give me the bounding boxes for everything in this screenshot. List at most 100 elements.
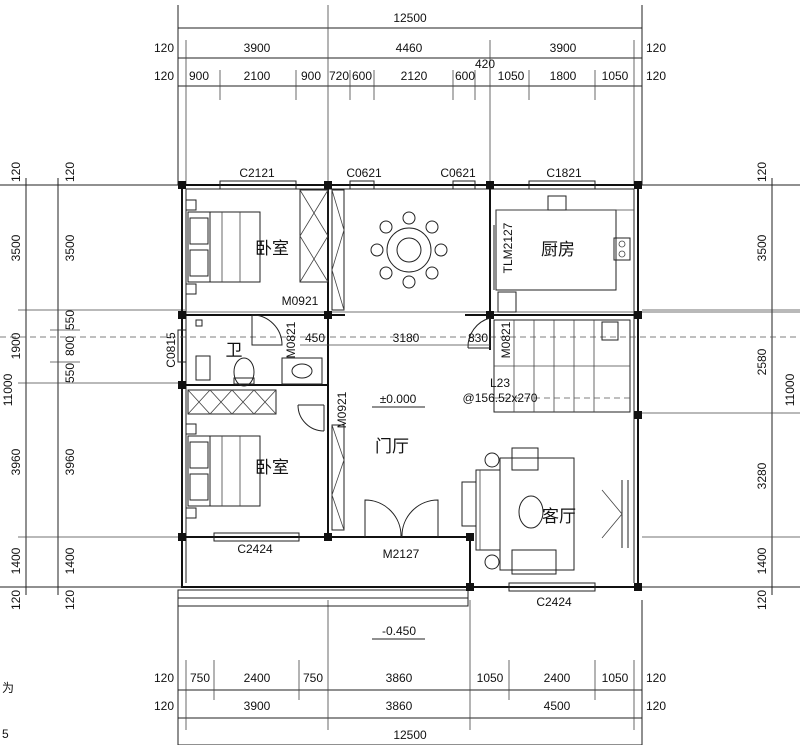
dim-bot-r2-4: 120	[646, 699, 666, 713]
dim-top-r2-3: 900	[301, 69, 321, 83]
dim-bot-r1-6: 2400	[544, 671, 571, 685]
dim-left-i-7: 120	[63, 590, 77, 610]
label-win-c2121: C2121	[239, 166, 275, 180]
label-win-c1821: C1821	[546, 166, 582, 180]
living-room-furniture	[475, 447, 629, 575]
dim-int-2: 830	[468, 331, 488, 345]
dim-right-total: 11000	[783, 373, 797, 406]
bed-top	[185, 199, 261, 295]
dim-right-1: 3500	[755, 234, 769, 261]
label-door-m0921-foyer: M0921	[335, 391, 349, 428]
dim-left-i-2: 550	[63, 310, 77, 330]
left-dimension-text: 120 3500 1900 11000 3960 1400 120 120 35…	[1, 162, 77, 610]
kitchen-fixtures	[495, 195, 634, 313]
dim-top-r2-11: 1050	[602, 69, 629, 83]
dim-left-o-3: 3960	[9, 448, 23, 475]
dim-left-o-0: 120	[9, 162, 23, 182]
dim-bot-r1-3: 750	[303, 671, 323, 685]
dim-top-r2-10: 1800	[550, 69, 577, 83]
dim-top-r1-4: 120	[646, 41, 666, 55]
level-markers: ±0.000 -0.450 L23 @156.52x270	[372, 376, 538, 640]
dim-right-0: 120	[755, 162, 769, 182]
dim-left-i-0: 120	[63, 162, 77, 182]
dim-top-r1-3: 3900	[550, 41, 577, 55]
margin-text-top: 为	[2, 681, 14, 695]
dim-top-r2-2: 2100	[244, 69, 271, 83]
dim-bot-r1-7: 1050	[602, 671, 629, 685]
windows	[177, 180, 596, 592]
dim-bot-r1-0: 120	[154, 671, 174, 685]
left-dimension-lines	[0, 178, 185, 595]
dim-bot-r1-8: 120	[646, 671, 666, 685]
dim-left-i-4: 550	[63, 363, 77, 383]
interior-dims: 450 3180 830	[300, 331, 490, 346]
dim-left-o-2: 1900	[9, 332, 23, 359]
label-stair-spec: @156.52x270	[463, 391, 538, 405]
columns	[178, 181, 642, 591]
label-win-c0621-b: C0621	[440, 166, 476, 180]
dim-top-r1-1: 3900	[244, 41, 271, 55]
label-bathroom: 卫	[226, 341, 243, 360]
dim-left-i-6: 1400	[63, 547, 77, 574]
dim-left-i-5: 3960	[63, 448, 77, 475]
label-door-m0921-top: M0921	[282, 294, 319, 308]
dim-top-r2-8: 420	[475, 57, 495, 71]
label-living: 客厅	[542, 507, 576, 526]
label-win-c2424-right: C2424	[536, 595, 572, 609]
label-bedroom-bottom: 卧室	[255, 458, 289, 477]
dim-top-r2-12: 120	[646, 69, 666, 83]
staircase	[493, 319, 631, 413]
wardrobes	[187, 189, 477, 531]
level-pm0: ±0.000	[380, 392, 417, 406]
dim-bot-r1-5: 1050	[477, 671, 504, 685]
label-win-c0621-a: C0621	[346, 166, 382, 180]
dim-top-r2-7: 600	[455, 69, 475, 83]
doors	[251, 225, 495, 538]
dim-top-r1-0: 120	[154, 41, 174, 55]
dim-bot-total: 12500	[393, 728, 427, 742]
dim-top-r2-0: 120	[154, 69, 174, 83]
dim-bot-r1-2: 2400	[244, 671, 271, 685]
dim-top-r1-2: 4460	[396, 41, 423, 55]
right-dimension-text: 120 3500 2580 11000 3280 1400 120	[755, 162, 797, 610]
dim-left-o-1: 3500	[9, 234, 23, 261]
dim-bot-r1-1: 750	[190, 671, 210, 685]
dim-top-r2-5: 600	[352, 69, 372, 83]
label-foyer: 门厅	[375, 437, 409, 456]
dim-top-r2-6: 2120	[401, 69, 428, 83]
label-win-c0815: C0815	[164, 332, 178, 368]
top-dimension-lines	[177, 5, 643, 185]
top-dimension-text: 12500 120 3900 4460 3900 120 120 900 210…	[154, 11, 666, 83]
label-door-m0821-left: M0821	[284, 321, 298, 358]
label-win-c2424-left: C2424	[237, 542, 273, 556]
dim-left-total: 11000	[1, 373, 15, 406]
dim-right-4: 1400	[755, 547, 769, 574]
bed-bottom	[185, 423, 261, 519]
bathroom-fixtures	[195, 319, 323, 387]
bottom-dimension-lines	[177, 600, 643, 745]
dim-left-o-5: 120	[9, 590, 23, 610]
dim-bot-r2-1: 3900	[244, 699, 271, 713]
dining-table	[370, 211, 448, 289]
dim-int-0: 450	[305, 331, 325, 345]
dim-bot-r1-4: 3860	[386, 671, 413, 685]
label-kitchen: 厨房	[541, 240, 575, 259]
room-labels: 卧室 厨房 卫 门厅 卧室 客厅	[226, 239, 577, 526]
dim-top-total: 12500	[393, 11, 427, 25]
level-neg: -0.450	[382, 624, 416, 638]
dim-left-i-1: 3500	[63, 234, 77, 261]
dim-bot-r2-0: 120	[154, 699, 174, 713]
dim-bot-r2-3: 4500	[544, 699, 571, 713]
dim-left-o-4: 1400	[9, 547, 23, 574]
dim-right-3: 3280	[755, 462, 769, 489]
dim-top-r2-1: 900	[189, 69, 209, 83]
label-door-m0821-right: M0821	[499, 321, 513, 358]
dim-right-5: 120	[755, 590, 769, 610]
dim-top-r2-9: 1050	[498, 69, 525, 83]
label-door-tlm2127: TLM2127	[501, 222, 515, 273]
dim-bot-r2-2: 3860	[386, 699, 413, 713]
bottom-dimension-text: 120 750 2400 750 3860 1050 2400 1050 120…	[154, 671, 666, 742]
margin-text-bottom: 5	[2, 727, 9, 741]
dim-int-1: 3180	[393, 331, 420, 345]
